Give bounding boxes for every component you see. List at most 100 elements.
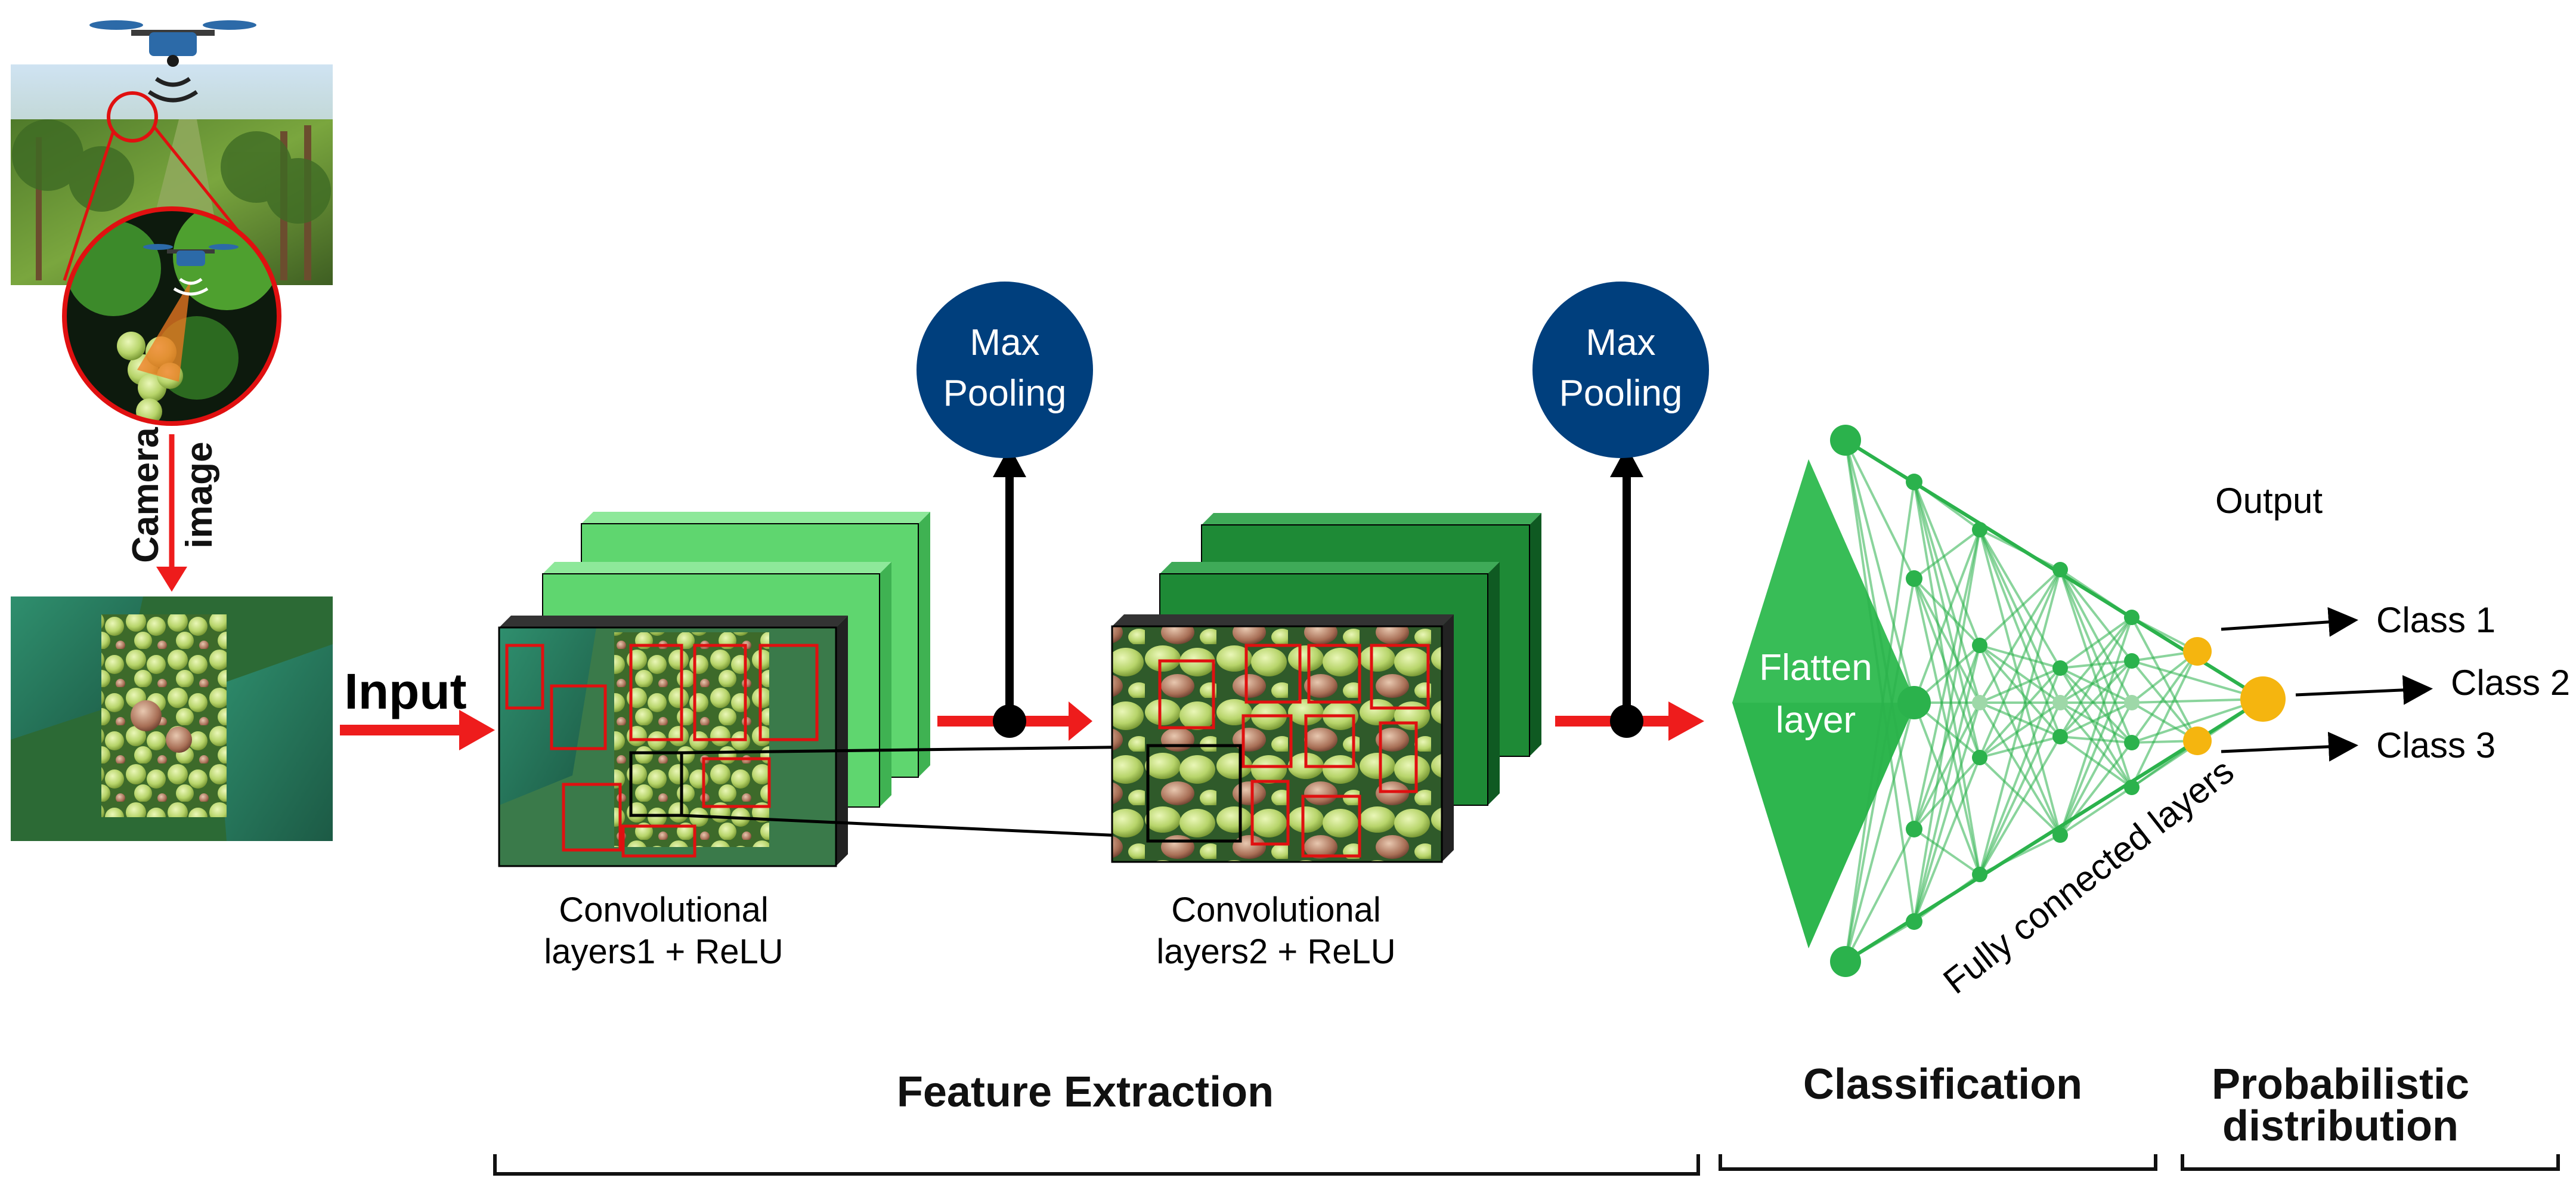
conv1-stack <box>498 512 930 867</box>
fc-connection <box>1913 529 1981 830</box>
fc-node <box>1972 867 1987 882</box>
class3-label: Class 3 <box>2376 725 2496 765</box>
fc-node <box>1906 474 1922 490</box>
fc-connection <box>2059 660 2133 836</box>
output-node <box>2183 637 2212 666</box>
input-grape-photo <box>11 596 333 841</box>
input-label: Input <box>344 663 466 719</box>
fc-connection <box>1913 828 1981 876</box>
fc-connection <box>2059 616 2133 704</box>
pool1-up-arrowhead <box>993 446 1026 477</box>
fc-connection <box>2059 616 2133 738</box>
fc-node <box>2124 653 2140 669</box>
fc-connection <box>1913 481 1981 646</box>
fc-connection <box>1979 735 2061 876</box>
zoom-line-left <box>63 131 115 281</box>
input-arrow-shaft <box>340 725 465 735</box>
fc-connection <box>1913 578 1981 703</box>
fc-connection <box>2059 568 2133 662</box>
section-classification: Classification <box>1803 1061 2082 1108</box>
fc-node <box>1906 570 1922 587</box>
fc-connection <box>2059 667 2133 744</box>
fc-node <box>2124 780 2140 795</box>
fc-connection <box>1979 667 2061 704</box>
fc-node <box>1972 638 1987 653</box>
fc-connection <box>1913 529 1981 922</box>
fc-node <box>2052 695 2068 710</box>
fc-connection <box>2131 650 2199 744</box>
bracket-feature-extraction <box>493 1154 1700 1176</box>
class2-label: Class 2 <box>2451 663 2570 703</box>
fc-connection <box>1913 577 1981 647</box>
fc-connection <box>1979 528 2061 669</box>
fc-connection <box>1913 757 1981 922</box>
fc-node <box>2052 827 2068 843</box>
bracket-probabilistic <box>2181 1154 2560 1171</box>
small-drone-icon <box>143 244 239 296</box>
fc-connection <box>2060 701 2132 738</box>
flatten-line1: Flatten <box>1759 647 1872 688</box>
fc-node <box>1972 695 1987 710</box>
fc-connection <box>1913 481 1981 703</box>
output-node <box>2183 727 2212 755</box>
fc-connection <box>1979 568 2061 704</box>
class1-arrow <box>2221 607 2358 637</box>
fc-node <box>2052 660 2068 676</box>
fc-connection <box>1979 701 2061 759</box>
fc-connection <box>2059 660 2133 704</box>
fc-node <box>1897 686 1931 719</box>
fully-connected-network <box>1830 425 2286 977</box>
fc-connection <box>1913 702 1981 830</box>
camera-down-arrowhead <box>156 567 187 592</box>
fc-connection <box>2060 660 2132 669</box>
max-pooling-1-node <box>917 282 1093 458</box>
conv2-stack <box>1111 513 1541 863</box>
fc-connection <box>1913 481 1981 758</box>
fc-connection <box>1844 702 1915 962</box>
fc-connection <box>2131 617 2199 741</box>
output-node <box>2240 676 2286 722</box>
fc-connection <box>1979 569 2061 875</box>
pool2-junction-dot <box>1610 704 1643 738</box>
fc-connection <box>1844 829 1915 962</box>
max-pooling-2-node <box>1532 282 1709 458</box>
fc-connection <box>1913 645 1981 922</box>
zoom-marker <box>107 91 158 143</box>
fc-connection <box>1844 578 1915 962</box>
max-pooling-2-line1: Max <box>1586 322 1655 363</box>
fc-connection <box>2059 735 2133 789</box>
fc-connection <box>2131 651 2199 788</box>
conv2-caption-line1: Convolutional <box>1171 891 1380 929</box>
fc-connection <box>2131 698 2264 744</box>
fc-connection <box>1979 667 2061 875</box>
class1-label: Class 1 <box>2376 600 2496 640</box>
section-probabilistic-line2: distribution <box>2222 1102 2459 1150</box>
class2-arrow <box>2295 675 2433 705</box>
fc-node <box>1830 425 1861 456</box>
pool2-up-arrowhead <box>1610 446 1643 477</box>
fc-connection <box>1979 735 2061 759</box>
fc-connection <box>1979 644 2061 669</box>
max-pooling-1-line1: Max <box>970 322 1039 363</box>
bracket-classification <box>1719 1154 2157 1171</box>
fc-connection <box>1979 645 2061 836</box>
image-label: image <box>179 441 220 548</box>
class3-arrow <box>2221 731 2358 762</box>
section-probabilistic-line1: Probabilistic <box>2212 1061 2469 1108</box>
fc-connection <box>1979 569 2061 758</box>
flatten-line2: layer <box>1776 700 1856 741</box>
fc-connection <box>1979 568 2061 647</box>
flatten-layer-upper-highlight <box>1732 459 1916 703</box>
fc-connection <box>1844 440 1915 830</box>
fc-connection <box>1844 440 1915 922</box>
fc-node <box>2052 729 2068 744</box>
fc-connection <box>2060 735 2132 744</box>
fc-node <box>1830 946 1861 977</box>
fc-connection <box>2131 660 2264 700</box>
fc-node <box>2124 610 2140 625</box>
conv1-caption-line1: Convolutional <box>559 891 768 929</box>
fc-connection <box>1844 481 1915 962</box>
fc-connection <box>1979 644 2061 704</box>
magnified-grape-view <box>62 206 281 426</box>
fc-connection <box>2059 616 2133 669</box>
